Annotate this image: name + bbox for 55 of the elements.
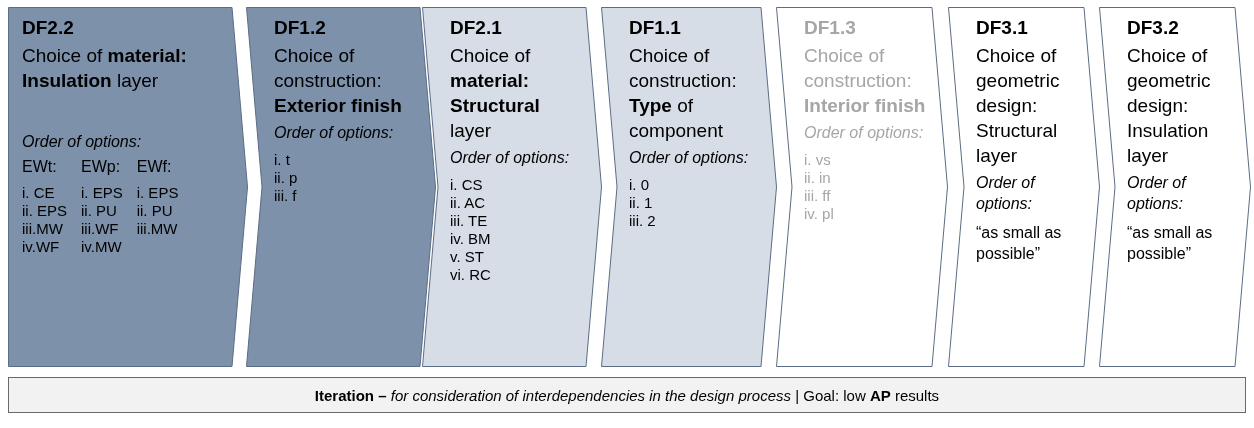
- option-item: i. 0: [629, 176, 650, 194]
- option-item: vi. RC: [450, 266, 492, 284]
- step-title: Choice of material: Insulation layer: [22, 44, 188, 93]
- option-item: iii. f: [274, 187, 298, 205]
- option-item: iv. pl: [804, 205, 835, 223]
- column-heading: EWt:: [22, 158, 58, 176]
- iteration-bar: [8, 377, 1246, 413]
- step-code: DF1.3: [804, 17, 856, 39]
- column-heading: EWp:: [81, 158, 122, 176]
- options-heading: Order of options:: [976, 173, 1037, 214]
- iteration-note: Iteration – for consideration of interdependencies in the design process | Goal: low AP results: [314, 386, 940, 404]
- step-title: Choice of geometric design: Insulation layer: [1127, 44, 1212, 168]
- step-code: DF3.2: [1127, 17, 1179, 39]
- step-code: DF1.2: [274, 17, 326, 39]
- step-code: DF2.2: [22, 17, 74, 39]
- option-item: ii. 1: [629, 194, 654, 212]
- option-item: i. vs: [804, 151, 832, 169]
- option-item: iii.MW: [22, 220, 64, 238]
- options-heading: Order of options:: [804, 123, 925, 143]
- option-item: iii. TE: [450, 212, 489, 230]
- step-title: Choice of construction: Type of component: [629, 44, 738, 143]
- options-heading: Order of options:: [629, 148, 750, 168]
- step-code: DF1.1: [629, 17, 681, 39]
- step-title: Choice of geometric design: Structural layer: [976, 44, 1061, 168]
- option-item: ii. PU: [136, 202, 174, 220]
- option-item: iii.MW: [136, 220, 179, 238]
- option-item: ii. in: [804, 169, 832, 187]
- option-note: “as small as possible”: [1127, 223, 1214, 264]
- option-item: iii.WF: [81, 220, 120, 238]
- option-item: iv. BM: [450, 230, 492, 248]
- column-heading: EWf:: [136, 158, 173, 176]
- option-item: i. EPS: [81, 184, 123, 202]
- options-heading: Order of options:: [22, 132, 143, 152]
- option-note: “as small as possible”: [976, 223, 1063, 264]
- option-item: iii. ff: [804, 187, 832, 205]
- option-item: i. t: [274, 151, 291, 169]
- option-item: iii. 2: [629, 212, 657, 230]
- option-item: ii. PU: [81, 202, 118, 220]
- option-item: iv.WF: [22, 238, 61, 256]
- option-item: ii. EPS: [22, 202, 67, 220]
- options-heading: Order of options:: [450, 148, 571, 168]
- option-item: v. ST: [450, 248, 485, 266]
- step-title: Choice of material: Structural layer: [450, 44, 541, 143]
- options-heading: Order of options:: [1127, 173, 1188, 214]
- option-item: i. CE: [22, 184, 56, 202]
- option-item: i. CS: [450, 176, 484, 194]
- options-heading: Order of options:: [274, 123, 395, 143]
- option-item: iv.MW: [81, 238, 123, 256]
- step-title: Choice of construction: Interior finish: [804, 44, 927, 118]
- option-item: ii. AC: [450, 194, 486, 212]
- option-item: ii. p: [274, 169, 299, 187]
- step-title: Choice of construction: Exterior finish: [274, 44, 403, 118]
- step-code: DF3.1: [976, 17, 1028, 39]
- option-item: i. EPS: [136, 184, 179, 202]
- step-code: DF2.1: [450, 17, 502, 39]
